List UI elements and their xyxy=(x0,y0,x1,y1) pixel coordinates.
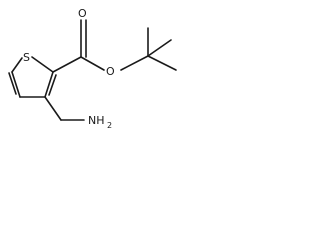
structure-canvas: S O O NH 2 xyxy=(0,0,210,140)
bond-s-c2 xyxy=(31,56,54,73)
bond-ester-o-tbu xyxy=(120,55,149,71)
ester-oxygen-label: O xyxy=(106,65,115,78)
amine-nh-label: NH xyxy=(88,114,105,127)
bond-c2-carbonyl xyxy=(52,56,82,73)
bond-carbonyl-ester-o xyxy=(80,56,105,71)
sulfur-atom-label: S xyxy=(23,51,30,64)
carbonyl-oxygen-label: O xyxy=(78,7,87,20)
molecule-structure: S O O NH 2 xyxy=(8,7,177,130)
bond-tbu-methyl-1 xyxy=(147,39,172,57)
bond-c2-c3 xyxy=(44,71,54,98)
bond-c4-c5 xyxy=(11,71,21,98)
bond-c5-s xyxy=(11,57,23,73)
amine-subscript-label: 2 xyxy=(107,121,112,130)
bond-c4-c5-double xyxy=(8,72,17,95)
bond-tbu-methyl-3 xyxy=(147,55,177,71)
bond-c2-c3-double xyxy=(48,74,57,96)
bond-c3-ch2 xyxy=(44,96,62,121)
